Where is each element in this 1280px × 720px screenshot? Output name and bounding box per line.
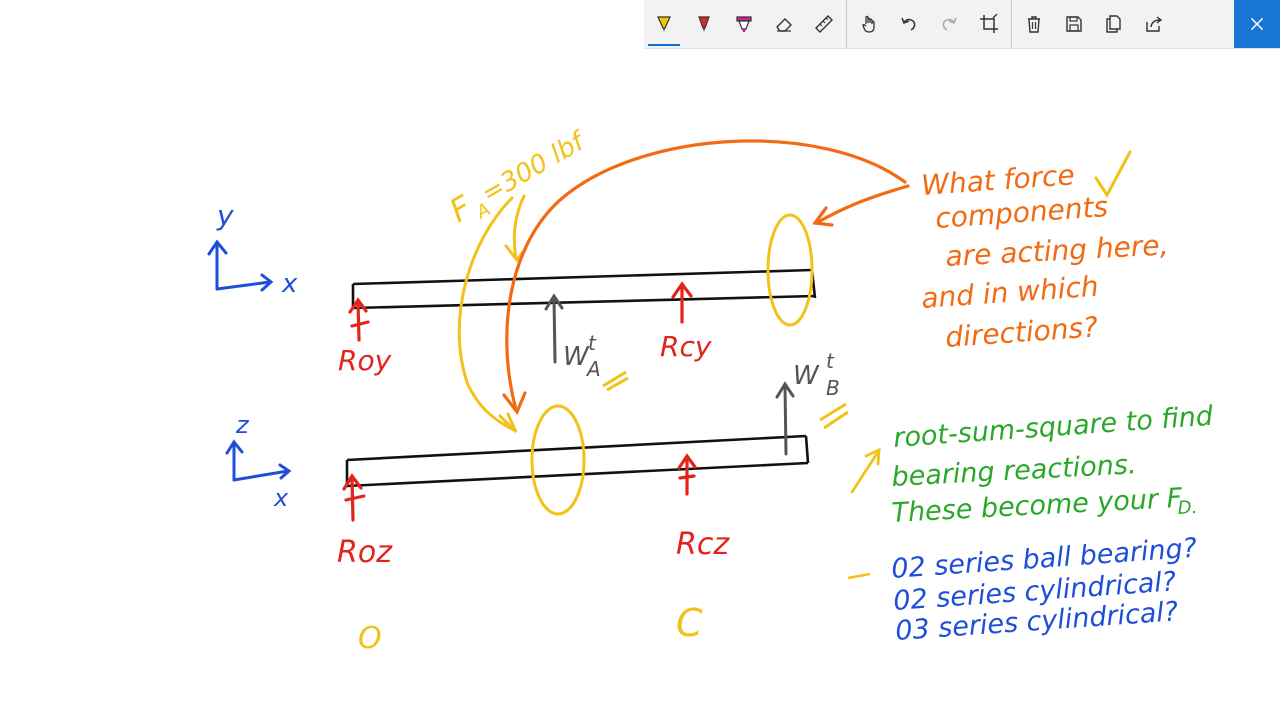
highlighter-button[interactable]: [724, 0, 764, 48]
crop-button[interactable]: [969, 0, 1009, 48]
blue-note: 02 series ball bearing? 02 series cylind…: [890, 533, 1198, 647]
top-axis-y-label: y: [216, 199, 234, 232]
save-icon: [1066, 16, 1082, 32]
rcz-arrow: [677, 453, 697, 496]
svg-text:F: F: [443, 188, 478, 230]
top-axis-x-label: x: [281, 269, 298, 299]
point-o-label: O: [358, 621, 382, 656]
force-a-arrows: [457, 194, 528, 434]
svg-text:directions?: directions?: [944, 310, 1099, 354]
bottom-axis-x-label: x: [273, 484, 289, 512]
ballpoint-pen-icon: [657, 16, 671, 32]
wtb-arrow: [775, 381, 795, 456]
bottom-axis-z-label: z: [235, 411, 250, 439]
undo-icon: [901, 17, 916, 31]
touch-writing-button[interactable]: [849, 0, 889, 48]
roy-arrow: [348, 297, 370, 342]
green-note: root-sum-square to find bearing reaction…: [891, 401, 1215, 529]
pencil-button[interactable]: [684, 0, 724, 48]
copy-button[interactable]: [1094, 0, 1134, 48]
roy-label: Roy: [338, 344, 392, 377]
close-button[interactable]: [1234, 0, 1280, 48]
svg-text:are acting here,: are acting here,: [945, 228, 1170, 273]
rcz-label: Rcz: [676, 527, 730, 562]
ruler-icon: [815, 15, 833, 33]
touch-hand-icon: [862, 15, 875, 33]
highlighter-icon: [736, 16, 752, 32]
redo-button[interactable]: [929, 0, 969, 48]
wta-highlight-mark: [602, 370, 629, 392]
eraser-icon: [776, 18, 792, 32]
ruler-button[interactable]: [804, 0, 844, 48]
eraser-button[interactable]: [764, 0, 804, 48]
wtb-label: W: [793, 361, 820, 391]
undo-button[interactable]: [889, 0, 929, 48]
svg-text:=300 lbf: =300 lbf: [477, 125, 593, 209]
close-icon: [1250, 17, 1264, 31]
save-button[interactable]: [1054, 0, 1094, 48]
wta-sup: t: [588, 331, 597, 355]
ink-toolbar: [644, 0, 1280, 49]
svg-text:and in which: and in which: [920, 270, 1099, 315]
redo-icon: [942, 17, 957, 31]
blue-note-dash: [847, 572, 871, 580]
svg-text:D.: D.: [1177, 497, 1198, 519]
top-shaft: [351, 268, 817, 310]
bottom-axes: [225, 439, 292, 482]
question-text: What force components are acting here, a…: [920, 158, 1169, 354]
bottom-shaft: [345, 434, 810, 488]
bottom-gear-ellipse: [530, 404, 586, 516]
wta-arrow: [544, 293, 564, 364]
wta-sub: A: [585, 357, 601, 381]
roz-arrow: [342, 473, 366, 522]
share-button[interactable]: [1134, 0, 1174, 48]
trash-icon: [1028, 16, 1040, 33]
question-arrows: [502, 139, 910, 416]
delete-button[interactable]: [1014, 0, 1054, 48]
wta-label: W: [563, 342, 590, 372]
top-axes: [207, 239, 274, 292]
toolbar-separator: [846, 0, 847, 48]
crop-icon: [980, 14, 998, 33]
checkmark-icon: [1094, 150, 1132, 198]
svg-text:root-sum-square to find: root-sum-square to find: [892, 401, 1214, 454]
wtb-sup: t: [826, 349, 835, 373]
copy-icon: [1106, 15, 1121, 33]
rcy-label: Rcy: [660, 330, 712, 363]
ballpoint-pen-button[interactable]: [644, 0, 684, 48]
force-a-annotation: F A =300 lbf: [443, 125, 593, 230]
toolbar-separator: [1011, 0, 1012, 48]
rcy-arrow: [671, 281, 693, 324]
top-gear-ellipse: [766, 213, 814, 327]
green-note-arrow: [850, 447, 881, 494]
wtb-highlight-mark: [819, 402, 849, 430]
share-icon: [1146, 16, 1163, 32]
pencil-icon: [698, 16, 710, 32]
point-c-label: C: [676, 601, 703, 645]
roz-label: Roz: [337, 535, 393, 570]
wtb-sub: B: [826, 376, 840, 400]
